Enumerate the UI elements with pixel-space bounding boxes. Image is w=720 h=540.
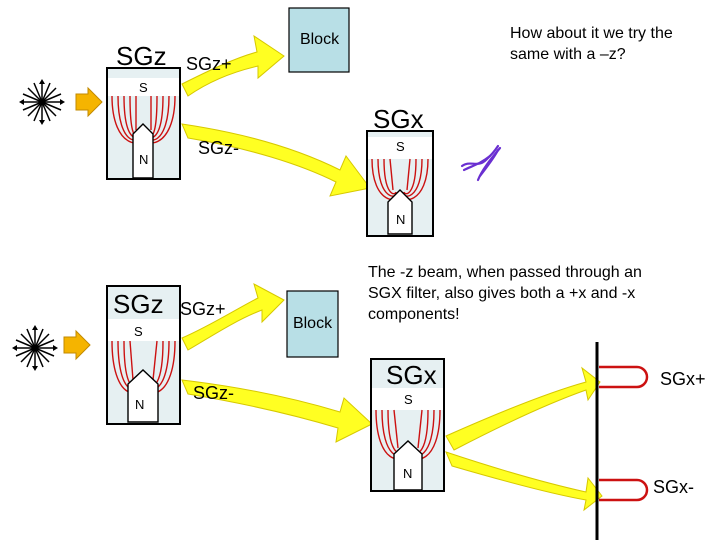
pole-label-n-top-x: N xyxy=(396,212,406,227)
beam-arrow-sgx-minus xyxy=(445,451,603,512)
pole-s-top-x xyxy=(368,137,432,159)
pole-s-bottom xyxy=(108,319,179,341)
block-bottom xyxy=(286,290,339,358)
magnet-title-sgx-bottom: SGx xyxy=(386,360,437,390)
pole-n-bottom-x xyxy=(393,440,423,491)
pole-label-n-bottom: N xyxy=(135,397,145,412)
scribble-mark xyxy=(460,144,502,182)
pole-label-s-bottom-x: S xyxy=(404,392,413,407)
pole-label-n-bottom-x: N xyxy=(403,466,413,481)
block-top xyxy=(288,7,350,73)
beam-label-sgz-plus-bottom: SGz+ xyxy=(180,299,226,319)
beam-label-sgz-minus-bottom: SGz- xyxy=(193,383,235,403)
beam-label-sgz-plus-top: SGz+ xyxy=(186,54,232,74)
input-arrow-bottom xyxy=(63,329,91,361)
beam-arrow-sgx-plus xyxy=(445,366,601,451)
hit-mark-minus xyxy=(599,478,649,502)
beam-arrow-sgz-minus-top xyxy=(181,123,371,197)
pole-n-top-x xyxy=(387,189,413,235)
beam-label-sgz-minus-top: SGz- xyxy=(198,138,240,158)
pole-label-s-bottom: S xyxy=(134,324,143,339)
source-burst-bottom xyxy=(11,324,59,372)
hit-mark-plus xyxy=(599,365,649,389)
block-label-top: Block xyxy=(299,31,340,48)
input-arrow-top xyxy=(75,86,103,118)
magnet-title-sgz-bottom: SGz xyxy=(113,289,164,319)
question-text: How about it we try the same with a –z? xyxy=(510,25,673,63)
beam-arrow-sgz-plus-top xyxy=(181,34,285,97)
pole-s-top xyxy=(108,78,179,96)
output-label-sgx-plus: SGx+ xyxy=(660,369,706,389)
pole-label-n-top: N xyxy=(139,152,149,167)
pole-n-bottom xyxy=(127,369,159,423)
pole-n-top xyxy=(132,123,154,179)
magnet-title-sgx-top: SGx xyxy=(373,104,424,134)
pole-s-bottom-x xyxy=(372,388,443,410)
explanation-text: The -z beam, when passed through an SGX … xyxy=(368,264,642,323)
source-burst-top xyxy=(18,78,66,126)
block-label-bottom: Block xyxy=(292,315,333,332)
pole-label-s-top: S xyxy=(139,80,148,95)
output-label-sgx-minus: SGx- xyxy=(653,477,695,497)
beam-arrow-sgz-plus-bottom xyxy=(181,283,285,351)
pole-label-s-top-x: S xyxy=(396,139,405,154)
beam-arrow-sgz-minus-bottom xyxy=(181,379,373,443)
magnet-title-sgz-top: SGz xyxy=(116,41,167,71)
